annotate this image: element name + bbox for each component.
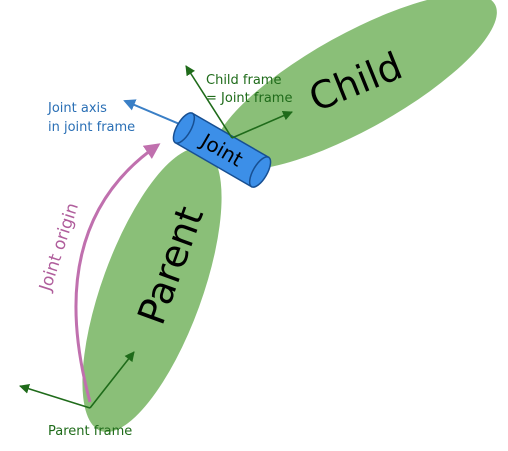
child-frame-up-arrow xyxy=(185,65,233,139)
joint-axis-label-line1: Joint axis xyxy=(47,101,107,116)
parent-frame-x-arrow xyxy=(19,383,91,409)
child-frame-right-arrow xyxy=(231,110,293,139)
child-link-shape xyxy=(213,0,497,171)
parent-frame-y-arrow xyxy=(89,351,135,409)
child-frame-label-line2: = Joint frame xyxy=(206,91,292,106)
parent-frame-label: Parent frame xyxy=(48,424,132,439)
parent-link-shape xyxy=(82,148,222,432)
joint-axis-label-line2: in joint frame xyxy=(48,120,135,135)
joint-origin-arrow xyxy=(74,143,161,403)
child-frame-label-line1: Child frame xyxy=(206,73,281,88)
